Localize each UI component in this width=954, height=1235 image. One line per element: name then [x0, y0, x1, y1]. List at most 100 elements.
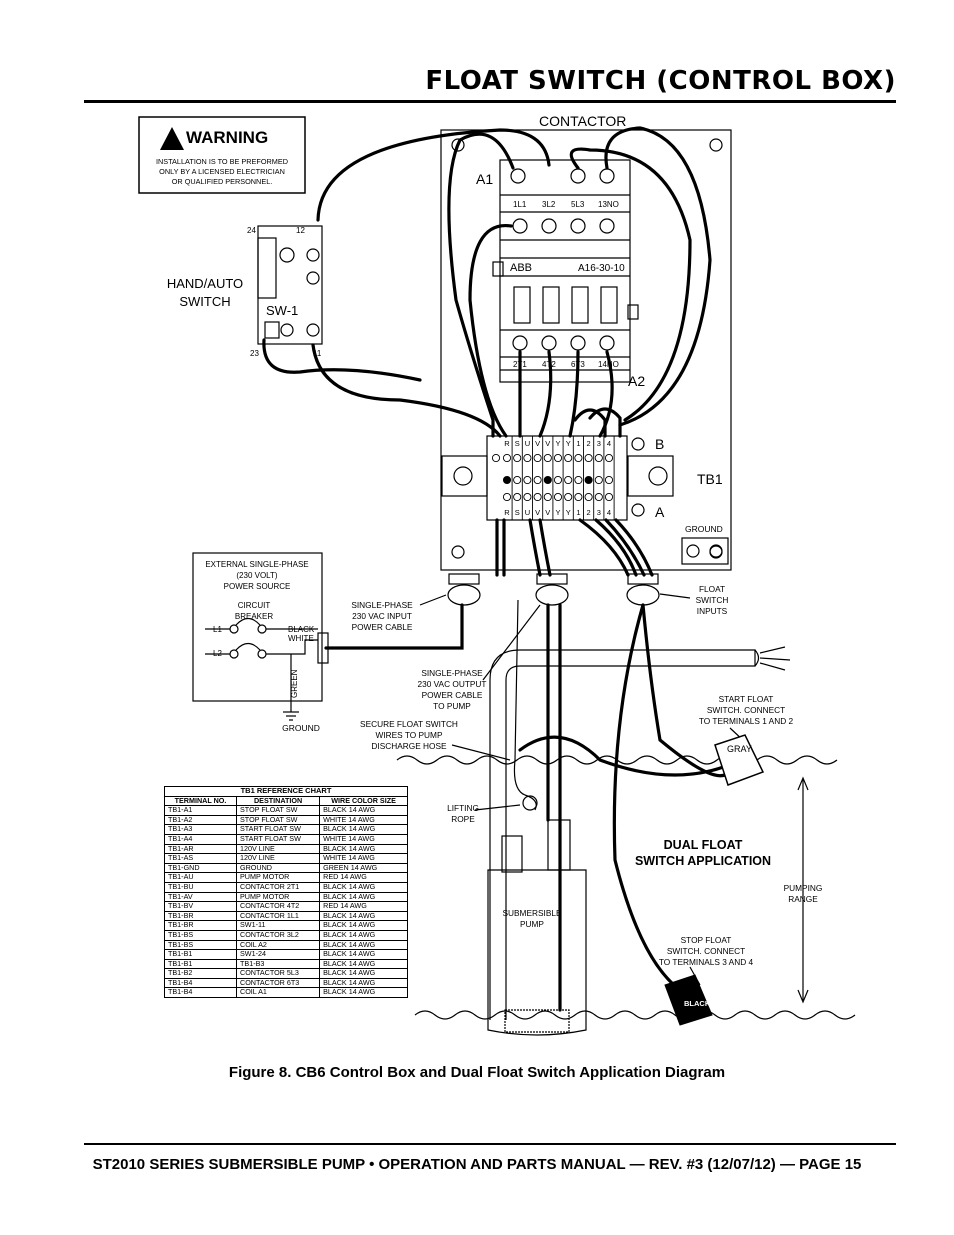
input-cable-callout: 230 VAC INPUT: [352, 611, 412, 621]
tb-terminal-screw: [594, 475, 603, 485]
table-cell: WHITE 14 AWG: [319, 853, 408, 864]
a1-label: A1: [476, 171, 493, 187]
table-cell: TB1-A4: [163, 833, 238, 845]
tb-terminal-screw: [553, 492, 563, 502]
ground-lug: [681, 537, 729, 565]
tb-terminal-screw: [523, 453, 532, 463]
stop-float-callout: SWITCH. CONNECT: [667, 946, 745, 956]
tb-terminal-label: S: [515, 439, 520, 448]
warning-heading: WARNING: [186, 128, 268, 147]
panel-screws: [451, 138, 723, 559]
tb-terminal-screw: [584, 492, 593, 502]
table-cell: BLACK 14 AWG: [319, 987, 408, 999]
table-cell: TB1-BS: [163, 929, 238, 941]
white-wire-label: WHITE: [288, 634, 314, 643]
warning-content: ! WARNING INSTALLATION IS TO BE PREFORME…: [156, 127, 288, 186]
float-inputs-callout: SWITCH: [696, 595, 729, 605]
tb-terminal-screw: [594, 492, 603, 502]
tb-terminal-screw: [502, 492, 512, 502]
dual-float-title: DUAL FLOAT: [664, 838, 743, 852]
switch-terminal-label: 23: [250, 349, 259, 358]
table-cell: TB1-BV: [163, 901, 238, 912]
power-source-title: (230 VOLT): [236, 571, 278, 580]
submersible-pump: [487, 869, 587, 1036]
footer-rule: [84, 1143, 896, 1145]
switch-terminal-label: 24: [247, 226, 256, 235]
cable-glands: [447, 573, 660, 606]
table-cell: CONTACTOR 4T2: [236, 901, 321, 912]
contactor-bottom-screws: [512, 335, 615, 351]
tb-terminal-label: 4: [607, 439, 611, 448]
tb-terminal-screw: [533, 453, 542, 463]
breaker-label: BREAKER: [235, 612, 273, 621]
power-source-box: [192, 552, 323, 702]
output-cable-callout: 230 VAC OUTPUT: [417, 679, 486, 689]
table-cell: TB1-A1: [163, 805, 238, 816]
input-cable-callout: POWER CABLE: [352, 622, 413, 632]
tb-side-a-label: A: [655, 504, 665, 520]
tb-terminal-screw: [513, 453, 522, 463]
tb-terminal-label: V: [535, 508, 540, 517]
tb-terminal-label: Y: [566, 508, 571, 517]
contactor-terminal: 13NO: [598, 200, 619, 209]
tb-terminal-label: 3: [597, 508, 601, 517]
input-cable-callout: SINGLE-PHASE: [351, 600, 413, 610]
contactor-terminal: 1L1: [513, 200, 527, 209]
switch-terminal-label: 11: [313, 349, 322, 358]
tb-terminal-label: Y: [566, 439, 571, 448]
tb-terminal-screw: [543, 453, 552, 463]
a2-label: A2: [628, 373, 645, 389]
ground-label: GROUND: [282, 723, 320, 733]
switch-label: SWITCH: [179, 294, 230, 309]
table-cell: START FLOAT SW: [236, 833, 321, 845]
secure-callout: DISCHARGE HOSE: [371, 741, 447, 751]
contactor-terminal: 14NO: [598, 360, 619, 369]
tb-terminal-label: 4: [607, 508, 611, 517]
discharge-hose: [489, 649, 756, 1020]
tb-terminal-screw: [553, 475, 563, 485]
tb-terminal-screw: [543, 475, 552, 485]
secure-callout: WIRES TO PUMP: [376, 730, 443, 740]
table-cell: BLACK 14 AWG: [319, 805, 408, 816]
output-cable-callout: TO PUMP: [433, 701, 471, 711]
tb-terminal-screw: [584, 475, 593, 485]
tb-terminal-screw: [564, 475, 573, 485]
contactor-terminal: 2T1: [513, 360, 527, 369]
table-cell: TB1-AU: [163, 872, 238, 883]
page-title: FLOAT SWITCH (CONTROL BOX): [425, 66, 896, 96]
warning-line: OR QUALIFIED PERSONNEL.: [172, 177, 273, 186]
tb-terminal-screw: [513, 492, 522, 502]
tb-terminal-label: V: [545, 439, 550, 448]
lifting-rope: [513, 599, 537, 811]
contactor-terminal: 6T3: [571, 360, 585, 369]
table-cell: PUMP MOTOR: [236, 872, 321, 883]
tb-terminal-screw: [574, 453, 583, 463]
table-cell: SW1-24: [236, 949, 321, 960]
tb-terminal-screw: [502, 475, 512, 485]
contactor: [499, 159, 631, 383]
gray-float-label: GRAY: [727, 744, 752, 754]
tb-terminal-label: 1: [576, 439, 580, 448]
table-cell: COIL A1: [236, 987, 321, 999]
start-float-switch: [714, 734, 765, 786]
tb-terminal-screw: [604, 492, 614, 502]
power-source-title: POWER SOURCE: [224, 582, 291, 591]
tb1-reference-chart: TB1 REFERENCE CHART TERMINAL NO. DESTINA…: [163, 786, 408, 999]
tb-terminal-label: U: [525, 508, 530, 517]
start-float-callout: TO TERMINALS 1 AND 2: [699, 716, 794, 726]
table-cell: BLACK 14 AWG: [319, 968, 408, 979]
tb-terminal-label: Y: [555, 439, 560, 448]
switch-id: SW-1: [266, 303, 298, 318]
start-float-callout: START FLOAT: [719, 694, 774, 704]
tb-terminal-label: S: [515, 508, 520, 517]
tb-terminal-screw: [594, 453, 603, 463]
tb-id-label: TB1: [697, 471, 723, 487]
